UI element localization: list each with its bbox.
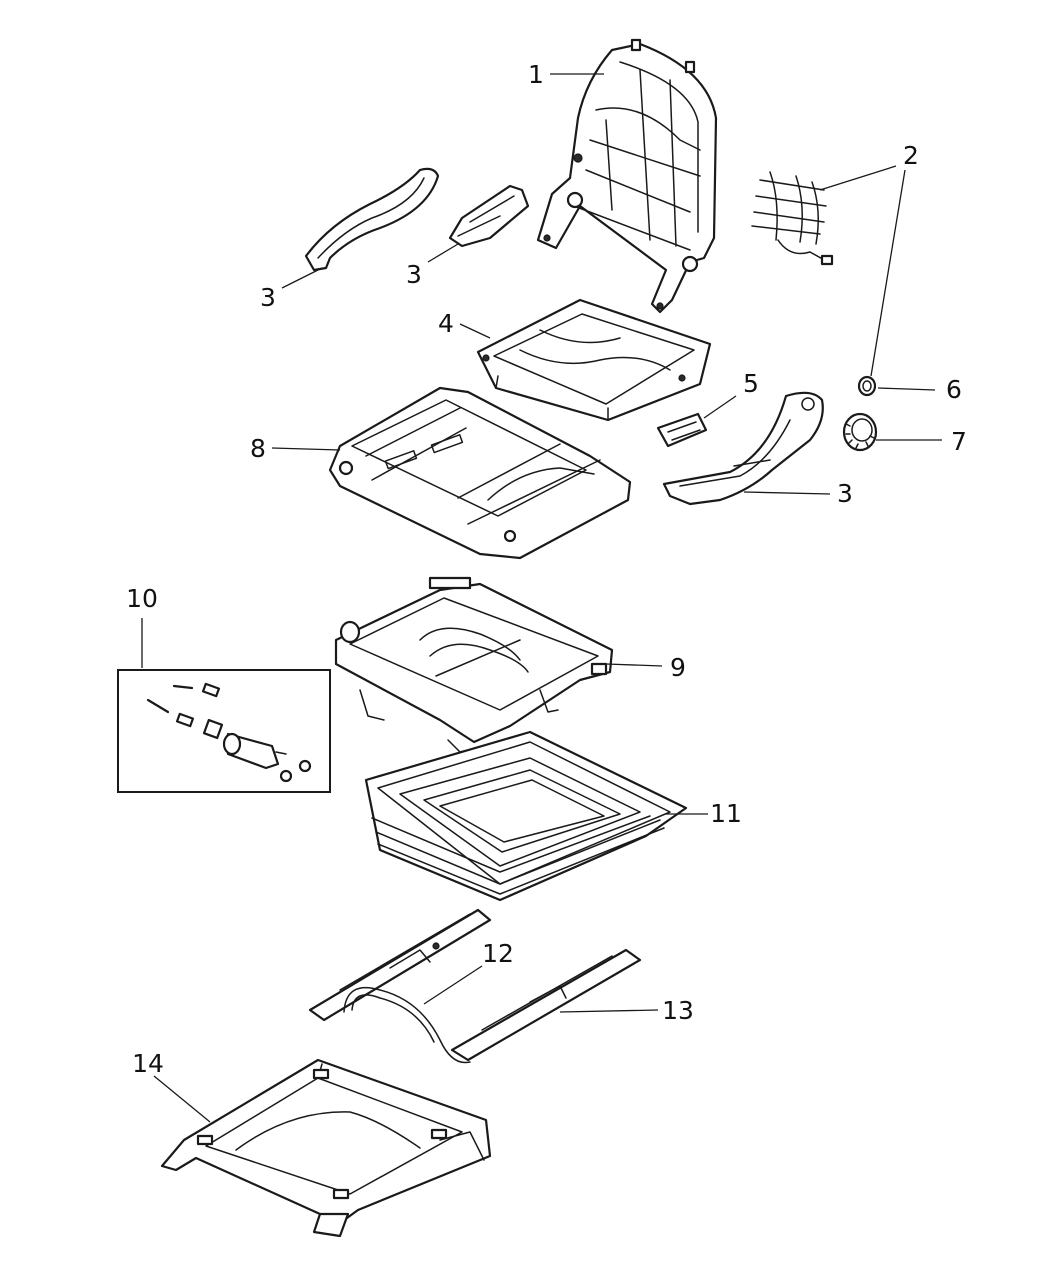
callout-3-middle: 3 — [406, 260, 422, 289]
callout-10: 10 — [126, 584, 158, 613]
part-5-switch-bezel — [656, 412, 708, 448]
callout-4: 4 — [438, 309, 454, 338]
part-11-cushion-tray — [364, 730, 688, 902]
part-4-cushion-pan — [476, 298, 712, 422]
part-2-lumbar-support — [751, 171, 834, 266]
callout-labels: 1 2 3 3 3 4 5 6 7 8 9 10 11 12 13 14 — [126, 60, 967, 1078]
callout-11: 11 — [710, 799, 742, 828]
leader-lines — [141, 73, 942, 1123]
part-14-riser-base — [160, 1058, 492, 1238]
part-8-seat-frame — [328, 386, 632, 560]
part-3-side-shield-left — [304, 167, 440, 272]
part-10-kit-box — [117, 669, 331, 793]
callout-3-left: 3 — [260, 283, 276, 312]
part-3-side-shield-right — [662, 391, 824, 506]
part-9-adjuster-mechanism — [334, 576, 614, 753]
callout-14: 14 — [132, 1049, 164, 1078]
part-7-knob-large — [842, 412, 878, 452]
part-6-knob-small — [857, 375, 877, 397]
callout-9: 9 — [670, 653, 686, 682]
callout-5: 5 — [743, 369, 759, 398]
callout-12: 12 — [482, 939, 514, 968]
callout-8: 8 — [250, 434, 266, 463]
callout-13: 13 — [662, 996, 694, 1025]
part-3-side-shield-middle — [448, 184, 530, 248]
callout-7: 7 — [951, 427, 967, 456]
callout-6: 6 — [946, 375, 962, 404]
part-10-box-outline — [117, 669, 331, 793]
callout-1: 1 — [528, 60, 544, 89]
callout-2: 2 — [903, 141, 919, 170]
callout-3-right: 3 — [837, 479, 853, 508]
part-1-seat-back-frame — [536, 38, 718, 314]
part-12-13-rails — [308, 908, 642, 1064]
